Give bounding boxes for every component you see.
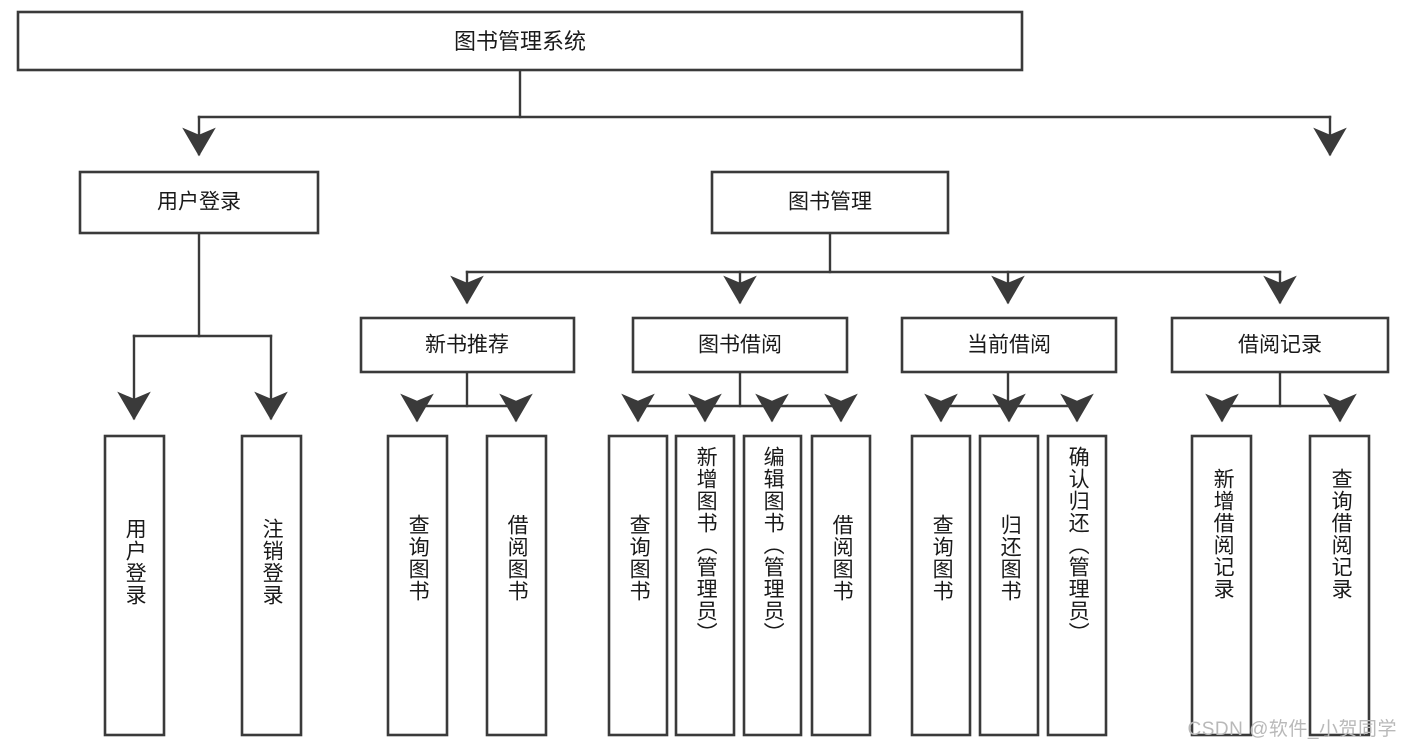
leaf-label-bb-query: 查询图书	[627, 514, 651, 602]
connector-borrowrecord-to-leaves	[1205, 370, 1357, 423]
node-new-book-recommend[interactable]: 新书推荐	[359, 316, 576, 374]
node-book-manage[interactable]: 图书管理	[710, 170, 950, 235]
node-current-borrow[interactable]: 当前借阅	[900, 316, 1118, 374]
connector-currentborrow-to-leaves	[924, 370, 1094, 423]
node-leaf-user-logout[interactable]	[240, 434, 303, 737]
node-borrow-record[interactable]: 借阅记录	[1170, 316, 1390, 374]
node-leaf-nbr-borrow[interactable]	[485, 434, 548, 737]
node-leaf-cb-return[interactable]	[978, 434, 1040, 737]
leaf-label-br-query: 查询借阅记录	[1329, 468, 1353, 600]
leaf-label-cb-confirm: 确认归还（管理员）	[1066, 446, 1090, 644]
leaf-label-user-logout: 注销登录	[260, 518, 284, 606]
node-label: 新书推荐	[425, 334, 509, 357]
node-label: 图书管理	[788, 191, 872, 214]
node-leaf-cb-query[interactable]	[910, 434, 972, 737]
leaf-label-cb-return: 归还图书	[998, 514, 1022, 602]
connector-bookborrow-to-leaves	[621, 370, 858, 423]
leaf-label-bb-edit: 编辑图书（管理员）	[761, 446, 785, 644]
node-book-management-system[interactable]: 图书管理系统	[16, 10, 1024, 72]
leaf-label-bb-borrow: 借阅图书	[830, 514, 854, 602]
leaf-label-user-login: 用户登录	[123, 518, 147, 606]
node-leaf-cb-confirm[interactable]	[1046, 434, 1108, 737]
node-user-login[interactable]: 用户登录	[78, 170, 320, 235]
node-leaf-nbr-query[interactable]	[386, 434, 449, 737]
leaf-label-nbr-borrow: 借阅图书	[505, 514, 529, 602]
node-leaf-br-query[interactable]	[1308, 434, 1371, 737]
node-leaf-bb-edit[interactable]	[742, 434, 803, 737]
connector-bookmanage-to-level3	[450, 231, 1297, 305]
node-label: 图书借阅	[698, 334, 782, 357]
node-leaf-bb-add[interactable]	[674, 434, 736, 737]
node-leaf-bb-query[interactable]	[607, 434, 669, 737]
node-book-borrow[interactable]: 图书借阅	[631, 316, 849, 374]
node-label: 用户登录	[157, 191, 241, 214]
connector-root-to-level2	[182, 68, 1347, 157]
node-label: 当前借阅	[967, 334, 1051, 357]
leaf-label-br-add: 新增借阅记录	[1211, 468, 1235, 600]
node-leaf-bb-borrow[interactable]	[810, 434, 872, 737]
connector-newbook-to-leaves	[400, 370, 533, 423]
leaf-label-nbr-query: 查询图书	[406, 514, 430, 602]
node-leaf-br-add[interactable]	[1190, 434, 1253, 737]
leaf-label-cb-query: 查询图书	[930, 514, 954, 602]
leaf-label-bb-add: 新增图书（管理员）	[694, 446, 718, 644]
node-label: 借阅记录	[1238, 334, 1322, 357]
node-label: 图书管理系统	[454, 29, 586, 54]
node-leaf-user-login[interactable]	[103, 434, 166, 737]
connector-userlogin-to-leaves	[117, 231, 288, 421]
